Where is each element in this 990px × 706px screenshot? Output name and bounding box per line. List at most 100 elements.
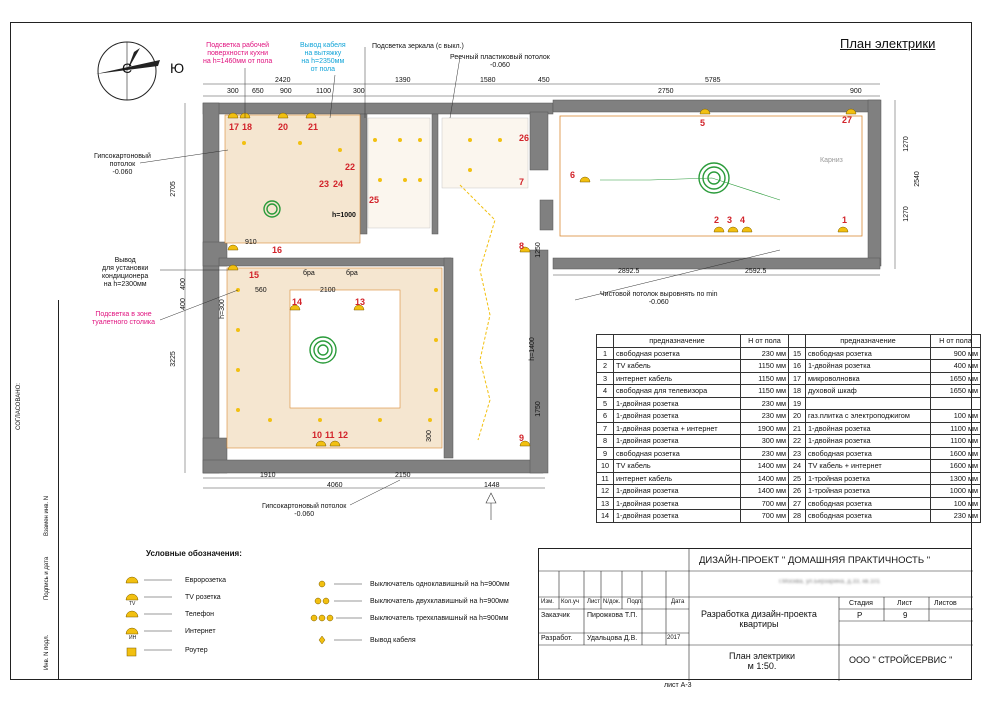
dim: 1750 [534,401,542,417]
dim: 1448 [484,482,500,489]
dim: 910 [245,239,257,246]
bra-label-right: бра [346,270,358,277]
col-list: Лист [587,599,601,605]
col-ndoc: N/док. [603,599,621,605]
living-ceiling [559,115,863,237]
point-15: 15 [249,270,260,280]
legend-cable-outlet: Вывод кабеля [370,637,416,644]
point-13: 13 [355,297,366,307]
point-8: 8 [519,241,525,251]
dim: 650 [252,88,264,95]
legend-switch-3: Выключатель трехклавишный на h=900мм [370,615,509,622]
compass-icon [96,41,160,101]
customer-label: Заказчик [541,612,570,619]
legend-in-tag: ИН [129,635,137,641]
spot-lights [236,138,502,422]
point-20: 20 [278,122,289,132]
sheet-label: Лист [897,600,913,607]
leader-lines [139,47,781,506]
dim: 400 [179,278,187,290]
stage-label: Стадия [849,600,873,607]
point-5: 5 [700,118,706,128]
point-9: 9 [519,433,525,443]
dim: 5785 [705,77,721,84]
stage-value: Р [857,611,863,620]
callout-drywall-ceiling-bottom: Гипсокартоновый потолок-0.060 [262,503,347,518]
sheet-format: лист А-3 [664,682,692,689]
legend-internet: Интернет [185,628,216,635]
sheet-value: 9 [903,611,908,620]
legend-switch-2: Выключатель двухклавишный на h=900мм [370,598,509,605]
point-25: 25 [369,195,380,205]
point-4: 4 [740,215,746,225]
approval-strip: СОГЛАСОВАНО: Взамен инв. N Подпись и дат… [10,300,59,680]
legend-title: Условные обозначения: [146,549,242,558]
dim: 1580 [480,77,496,84]
bath-ceiling [367,117,431,229]
col-sign: Подп. [627,599,643,605]
dim: 2150 [395,472,411,479]
callout-mirror-light: Подсветка зеркала (с выкл.) [372,43,464,50]
compass-north: С [122,60,133,76]
callout-stretch-ceiling: Чистовой потолок выровнять по min-0.060 [600,291,718,306]
dim: 2420 [275,77,291,84]
author-label: Разработ. [541,635,573,642]
col-date: Дата [671,599,685,605]
point-6: 6 [570,170,576,180]
author-name: Удальцова Д.В. [587,635,638,642]
legend-router: Роутер [185,647,208,654]
dim: 300 [227,88,239,95]
dim: 900 [850,88,862,95]
dim: 1910 [260,472,276,479]
compass-south: Ю [170,60,185,76]
bra-label-left: бра [303,270,315,277]
point-22: 22 [345,162,356,172]
dim: 3225 [169,351,177,367]
dim: 2705 [169,181,177,197]
legend-euro-socket: Евророзетка [185,577,226,584]
legend-phone: Телефон [185,611,215,618]
point-10: 10 [312,430,323,440]
col-izm: Изм. [541,599,554,605]
dim: 400 [179,298,187,310]
kitchen-ceiling [224,114,361,244]
col-koluch: Кол.уч [561,599,579,605]
entry-arrow [485,492,497,520]
point-11: 11 [325,430,335,440]
customer-name: Пирожкова Т.П. [587,612,638,619]
sockets [227,108,857,447]
point-2: 2 [714,215,720,225]
point-21: 21 [308,122,319,132]
dim: 1270 [902,206,910,222]
page-title: План электрики [840,36,936,51]
dim: 2100 [320,287,336,294]
cornice-label: Карниз [820,157,843,164]
dim: 300 [425,430,433,442]
point-3: 3 [727,215,733,225]
legend-tv-tag: TV [129,601,136,607]
project-address: г.Москва, ул.Берзарина, д.33, кв.101 [779,579,880,585]
project-name: ДИЗАЙН-ПРОЕКТ " ДОМАШНЯЯ ПРАКТИЧНОСТЬ " [699,555,931,566]
dim: 4060 [327,482,343,489]
legend-tv-socket: TV розетка [185,594,221,601]
company-name: ООО " СТРОЙСЕРВИС " [849,655,953,665]
year: 2017 [667,635,681,641]
dim: 1100 [316,88,332,95]
point-27: 27 [842,115,853,125]
point-17: 17 [229,122,240,132]
